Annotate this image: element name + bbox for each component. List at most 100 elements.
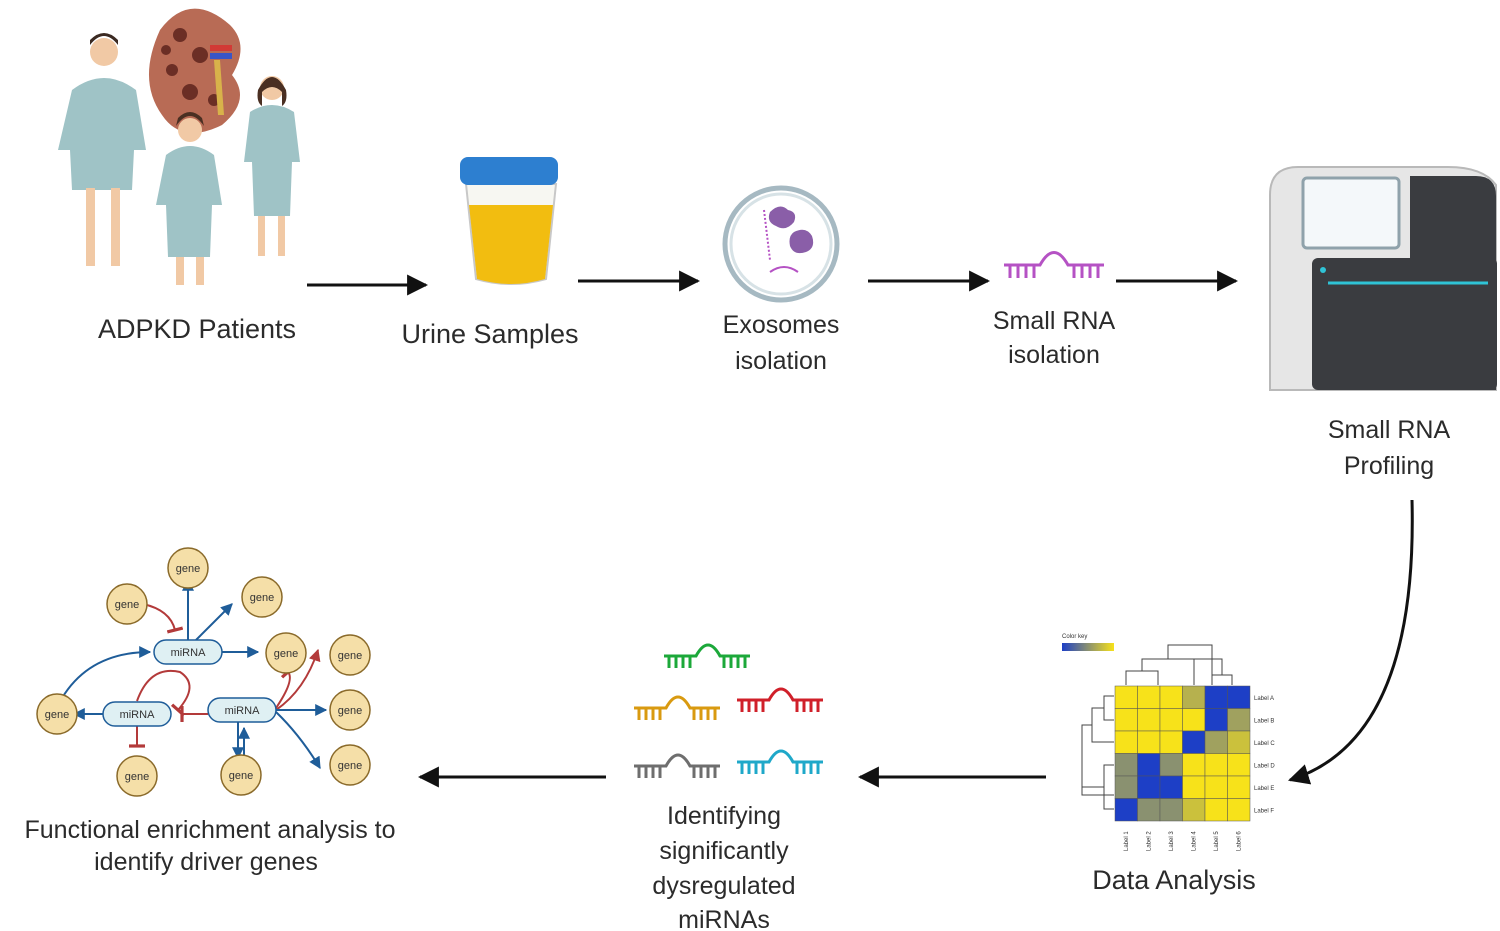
exosome-vesicle-icon <box>722 185 840 303</box>
heatmap-col-label: Label 6 <box>1237 831 1243 851</box>
mirna-cyan-icon <box>737 749 823 774</box>
gene-label: gene <box>125 771 149 783</box>
mirna-node: miRNA <box>102 701 172 727</box>
mirna-label: miRNA <box>120 709 155 721</box>
gene-node: gene <box>116 755 158 797</box>
gene-label: gene <box>176 563 200 575</box>
label-profiling-line2: Profiling <box>1344 452 1434 480</box>
gene-node: gene <box>329 634 371 676</box>
gene-label: gene <box>338 650 362 662</box>
mirna-label: miRNA <box>171 647 206 659</box>
heatmap-row-label: Label B <box>1254 719 1274 725</box>
label-functional-line1: Functional enrichment analysis to <box>24 816 395 844</box>
heatmap-row-label: Label D <box>1254 764 1275 770</box>
arrow-profiling-to-analysis <box>1287 499 1414 785</box>
heatmap-cell <box>1182 798 1206 822</box>
heatmap-cell <box>1159 753 1183 777</box>
heatmap-cell <box>1137 753 1161 777</box>
gene-label: gene <box>338 705 362 717</box>
child-patient-icon <box>156 112 222 285</box>
heatmap-cell <box>1227 775 1251 799</box>
heatmap-cell <box>1204 753 1228 777</box>
heatmap-cell <box>1159 685 1183 709</box>
gene-label: gene <box>115 599 139 611</box>
heatmap-col-label: Label 5 <box>1214 831 1220 851</box>
heatmap-cell <box>1227 730 1251 754</box>
label-identify-line4: miRNAs <box>678 906 770 931</box>
mirna-node: miRNA <box>153 639 223 665</box>
heatmap-cell <box>1204 775 1228 799</box>
polycystic-kidney-icon <box>148 8 241 133</box>
heatmap-cell <box>1137 708 1161 732</box>
heatmap-cell <box>1114 685 1138 709</box>
gene-label: gene <box>229 770 253 782</box>
label-identify-line3: dysregulated <box>652 872 795 900</box>
heatmap-cell <box>1204 798 1228 822</box>
gene-label: gene <box>338 760 362 772</box>
label-urine: Urine Samples <box>401 319 578 349</box>
gene-node: gene <box>265 632 307 674</box>
mirna-red-icon <box>737 687 823 712</box>
color-key-label: Color key <box>1062 634 1087 640</box>
heatmap-cell <box>1137 685 1161 709</box>
heatmap-row-label: Label F <box>1254 809 1274 815</box>
heatmap-row-label: Label E <box>1254 786 1274 792</box>
heatmap-col-label: Label 4 <box>1192 831 1198 851</box>
mirna-node: miRNA <box>207 697 277 723</box>
heatmap-cells <box>1114 685 1251 822</box>
heatmap-cell <box>1137 775 1161 799</box>
label-identify-line2: significantly <box>659 837 789 865</box>
gene-node: gene <box>36 693 78 735</box>
heatmap-cell <box>1114 798 1138 822</box>
heatmap-cell <box>1159 708 1183 732</box>
mirna-grey-icon <box>634 753 720 778</box>
gene-nodes: gene gene gene gene gene gene gene gene gene gene <box>36 547 371 797</box>
heatmap-cell <box>1227 753 1251 777</box>
mirna-orange-icon <box>634 695 720 720</box>
heatmap-col-labels: Label 1 Label 2 Label 3 Label 4 Label 5 Label… <box>1124 831 1243 851</box>
label-smallrna-line1: Small RNA <box>993 307 1116 335</box>
color-key-bar <box>1062 643 1114 651</box>
gene-node: gene <box>167 547 209 589</box>
gene-label: gene <box>250 592 274 604</box>
heatmap-cell <box>1137 730 1161 754</box>
heatmap-cell <box>1114 753 1138 777</box>
heatmap-col-label: Label 3 <box>1169 831 1175 851</box>
heatmap-cell <box>1227 685 1251 709</box>
label-profiling-line1: Small RNA <box>1328 416 1451 444</box>
gene-node: gene <box>220 754 262 796</box>
label-identify-line1: Identifying <box>667 802 781 830</box>
heatmap-cell <box>1114 730 1138 754</box>
heatmap-cell <box>1159 730 1183 754</box>
heatmap-col-label: Label 2 <box>1147 831 1153 851</box>
heatmap-cell <box>1182 708 1206 732</box>
label-patients: ADPKD Patients <box>98 314 296 344</box>
small-rna-icon <box>1004 251 1104 278</box>
gene-node: gene <box>241 576 283 618</box>
heatmap-cell <box>1227 798 1251 822</box>
heatmap-cell <box>1114 708 1138 732</box>
label-exosomes-line2: isolation <box>735 347 827 375</box>
heatmap-cell <box>1137 798 1161 822</box>
heatmap-cell <box>1204 708 1228 732</box>
patients-illustration <box>58 8 300 285</box>
female-patient-icon <box>244 76 300 256</box>
gene-label: gene <box>274 648 298 660</box>
mirna-cluster <box>634 643 823 778</box>
heatmap-row-label: Label A <box>1254 696 1274 702</box>
male-patient-icon <box>58 33 146 266</box>
gene-node: gene <box>106 583 148 625</box>
mirna-label: miRNA <box>225 705 260 717</box>
heatmap-cell <box>1182 775 1206 799</box>
gene-label: gene <box>45 709 69 721</box>
heatmap-col-label: Label 1 <box>1124 831 1130 851</box>
heatmap-cell <box>1204 685 1228 709</box>
heatmap-cell <box>1182 730 1206 754</box>
heatmap-cell <box>1159 798 1183 822</box>
gene-node: gene <box>329 689 371 731</box>
